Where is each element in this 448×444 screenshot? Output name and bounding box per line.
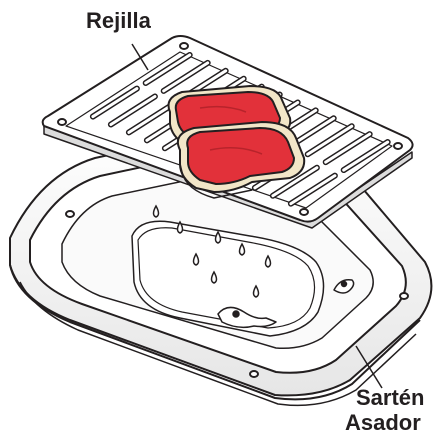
pan-label-line2: Asador bbox=[345, 410, 421, 436]
rack-label: Rejilla bbox=[86, 8, 151, 34]
pan-label-line1: Sartén bbox=[356, 385, 424, 411]
